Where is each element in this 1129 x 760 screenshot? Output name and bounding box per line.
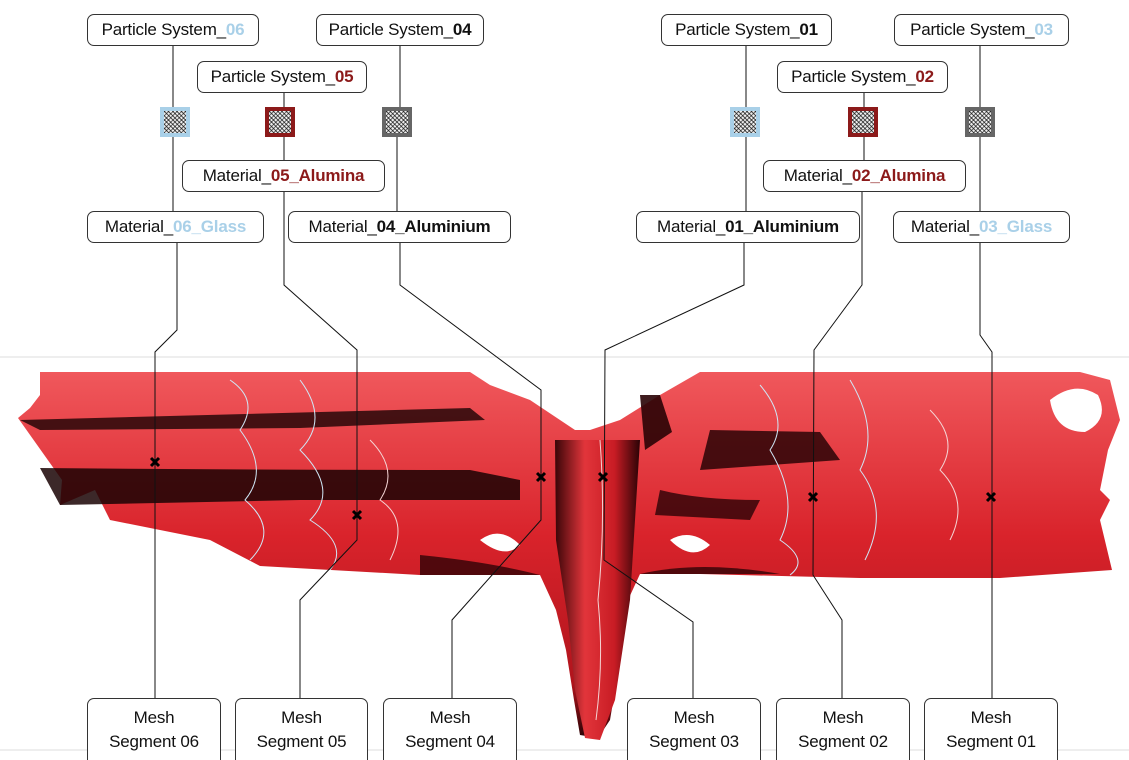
mesh-segment-line2: Segment 04 — [405, 730, 495, 754]
material-prefix: Material_ — [911, 217, 979, 237]
particle-system-prefix: Particle System_ — [211, 67, 335, 87]
particle-system-label-06[interactable]: Particle System_06 — [87, 14, 259, 46]
material-name: 01_Aluminium — [725, 217, 839, 237]
material-label-04[interactable]: Material_04_Aluminium — [288, 211, 511, 243]
texture-swatch-02[interactable] — [848, 107, 878, 137]
material-name: 03_Glass — [979, 217, 1052, 237]
particle-system-prefix: Particle System_ — [329, 20, 453, 40]
mesh-segment-line1: Mesh — [281, 706, 322, 730]
material-name: 05_Alumina — [271, 166, 364, 186]
red-mesh-shape — [18, 372, 1120, 740]
particle-system-prefix: Particle System_ — [102, 20, 226, 40]
particle-system-label-01[interactable]: Particle System_01 — [661, 14, 832, 46]
texture-swatch-06[interactable] — [160, 107, 190, 137]
particle-system-prefix: Particle System_ — [791, 67, 915, 87]
mesh-segment-line2: Segment 03 — [649, 730, 739, 754]
material-label-01[interactable]: Material_01_Aluminium — [636, 211, 860, 243]
particle-system-prefix: Particle System_ — [675, 20, 799, 40]
particle-system-number: 05 — [335, 67, 354, 87]
particle-system-prefix: Particle System_ — [910, 20, 1034, 40]
particle-system-label-04[interactable]: Particle System_04 — [316, 14, 484, 46]
material-label-06[interactable]: Material_06_Glass — [87, 211, 264, 243]
particle-system-number: 02 — [915, 67, 934, 87]
mesh-segment-line1: Mesh — [430, 706, 471, 730]
material-prefix: Material_ — [784, 166, 852, 186]
mesh-segment-line1: Mesh — [971, 706, 1012, 730]
material-label-02[interactable]: Material_02_Alumina — [763, 160, 966, 192]
mesh-segment-line2: Segment 01 — [946, 730, 1036, 754]
particle-system-label-02[interactable]: Particle System_02 — [777, 61, 948, 93]
texture-swatch-01[interactable] — [730, 107, 760, 137]
mesh-segment-line2: Segment 05 — [257, 730, 347, 754]
mesh-segment-line1: Mesh — [674, 706, 715, 730]
texture-swatch-04[interactable] — [382, 107, 412, 137]
mesh-segment-line1: Mesh — [823, 706, 864, 730]
mesh-segment-line1: Mesh — [134, 706, 175, 730]
texture-swatch-05[interactable] — [265, 107, 295, 137]
texture-swatch-03[interactable] — [965, 107, 995, 137]
material-name: 02_Alumina — [852, 166, 945, 186]
particle-system-number: 06 — [226, 20, 245, 40]
material-prefix: Material_ — [309, 217, 377, 237]
material-label-05[interactable]: Material_05_Alumina — [182, 160, 385, 192]
material-prefix: Material_ — [203, 166, 271, 186]
particle-system-number: 04 — [453, 20, 472, 40]
material-name: 06_Glass — [173, 217, 246, 237]
particle-system-number: 01 — [799, 20, 818, 40]
mesh-segment-line2: Segment 02 — [798, 730, 888, 754]
particle-system-label-05[interactable]: Particle System_05 — [197, 61, 367, 93]
material-prefix: Material_ — [657, 217, 725, 237]
material-prefix: Material_ — [105, 217, 173, 237]
material-label-03[interactable]: Material_03_Glass — [893, 211, 1070, 243]
particle-system-number: 03 — [1034, 20, 1053, 40]
particle-system-label-03[interactable]: Particle System_03 — [894, 14, 1069, 46]
mesh-segment-line2: Segment 06 — [109, 730, 199, 754]
material-name: 04_Aluminium — [377, 217, 491, 237]
